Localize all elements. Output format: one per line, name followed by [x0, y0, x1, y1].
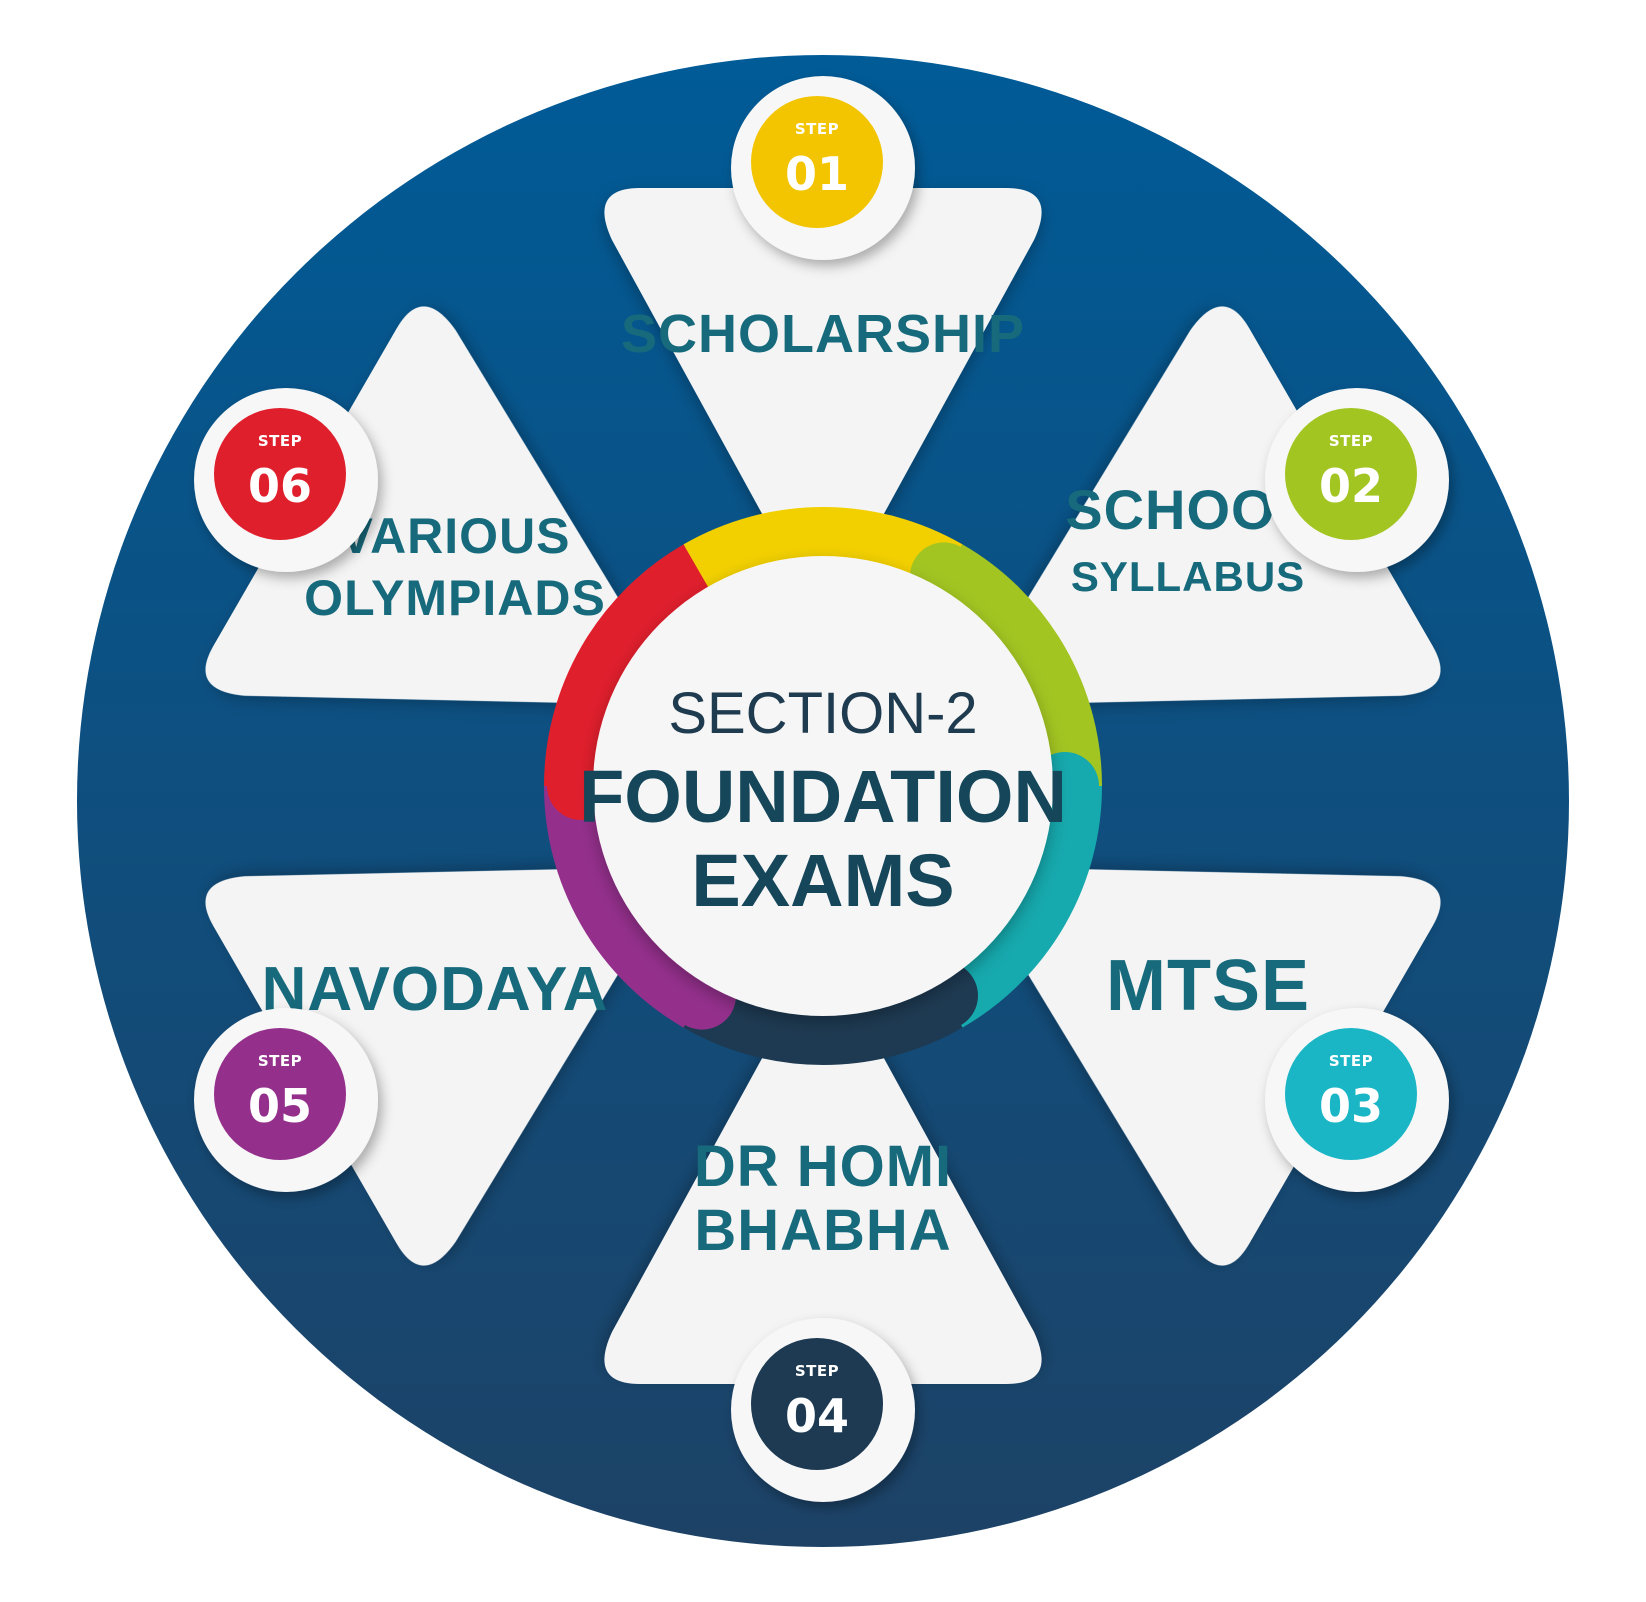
ring-segment-1: [683, 507, 963, 592]
petal-step-01: [604, 188, 1042, 560]
step-badge-inner-06: [214, 408, 346, 540]
center-disc: [593, 556, 1053, 1016]
label-step-01-line-1: SCHOLARSHIP: [621, 304, 1025, 364]
petal-step-05: [205, 868, 634, 1266]
step-word-04: STEP: [795, 1362, 839, 1380]
center-hub: SECTION-2 FOUNDATION EXAMS: [579, 556, 1067, 1016]
petal-step-03: [1012, 868, 1441, 1266]
ring-segment-2: [935, 544, 1102, 787]
petal-step-06: [205, 306, 634, 704]
center-title-line1: FOUNDATION: [579, 755, 1067, 838]
step-badge-inner-01: [751, 96, 883, 228]
step-badge-04: STEP 04: [731, 1318, 915, 1502]
step-number-03: 03: [1319, 1079, 1383, 1133]
label-step-06-line-1: VARIOUS: [339, 508, 570, 564]
ring-segment-4: [683, 980, 963, 1065]
step-word-03: STEP: [1329, 1052, 1373, 1070]
ring-segment-3: [935, 785, 1102, 1028]
label-step-03-line-1: MTSE: [1106, 946, 1310, 1026]
step-badge-inner-04: [751, 1338, 883, 1470]
label-step-05-line-1: NAVODAYA: [262, 955, 609, 1024]
label-step-06-line-2: OLYMPIADS: [304, 570, 606, 626]
step-word-05: STEP: [258, 1052, 302, 1070]
step-number-04: 04: [785, 1389, 849, 1443]
step-badge-05: STEP 05: [194, 1008, 378, 1192]
label-step-02-line-2: SYLLABUS: [1071, 553, 1305, 600]
label-step-04-line-2: BHABHA: [694, 1198, 951, 1263]
step-badge-inner-05: [214, 1028, 346, 1160]
ring-segment-6: [544, 544, 711, 787]
ring-segment-5: [544, 785, 711, 1028]
step-number-01: 01: [785, 147, 849, 201]
step-badge-06: STEP 06: [194, 388, 378, 572]
step-number-02: 02: [1319, 459, 1383, 513]
step-badge-01: STEP 01: [731, 76, 915, 260]
petal-layer: [205, 188, 1441, 1384]
center-subtitle: SECTION-2: [668, 681, 977, 746]
center-title-line2: EXAMS: [691, 839, 954, 922]
step-word-06: STEP: [258, 432, 302, 450]
step-number-06: 06: [248, 459, 312, 513]
step-word-02: STEP: [1329, 432, 1373, 450]
petal-step-04: [604, 1012, 1042, 1384]
step-number-05: 05: [248, 1079, 312, 1133]
step-word-01: STEP: [795, 120, 839, 138]
step-badge-03: STEP 03: [1265, 1008, 1449, 1192]
step-badge-02: STEP 02: [1265, 388, 1449, 572]
step-badge-inner-03: [1285, 1028, 1417, 1160]
step-badge-inner-02: [1285, 408, 1417, 540]
petal-step-02: [1012, 306, 1441, 704]
label-step-04-line-1: DR HOMI: [694, 1134, 952, 1199]
